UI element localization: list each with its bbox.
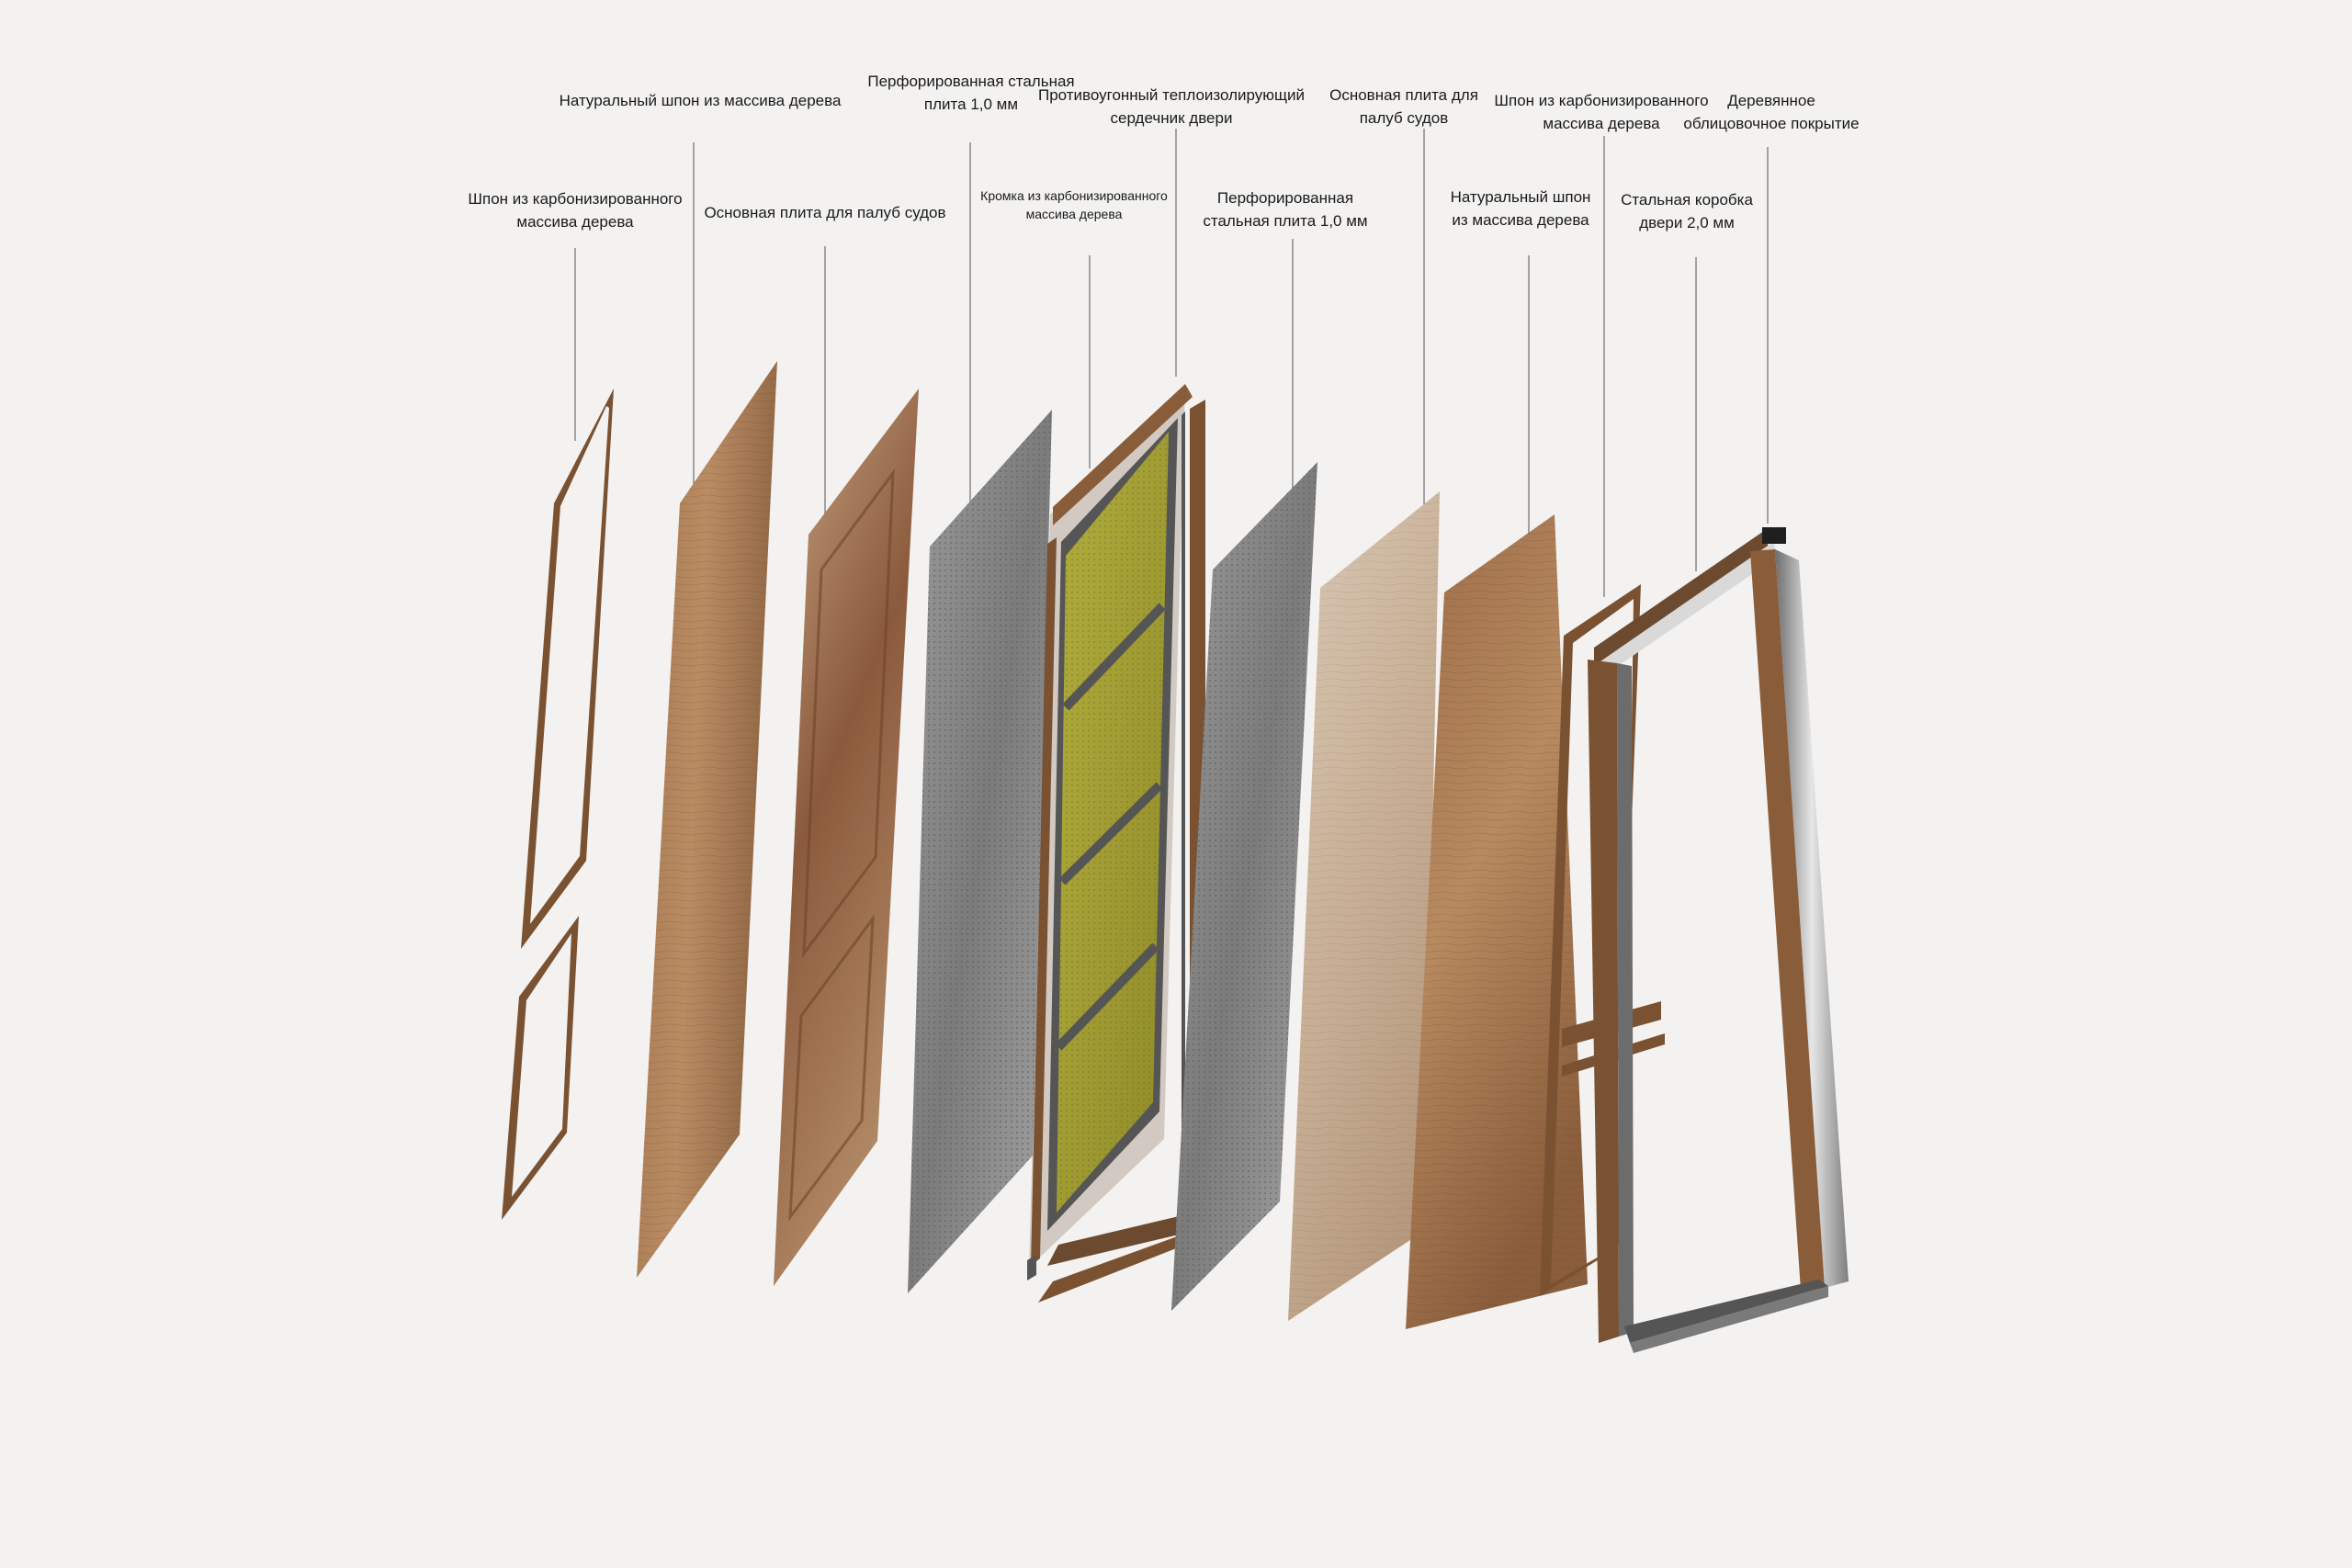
leader-lines xyxy=(574,129,1769,597)
label-perforated-steel-right: Перфорированная стальная плита 1,0 мм xyxy=(1203,189,1368,230)
label-carbon-veneer-frame-left: Шпон из карбонизированного массива дерев… xyxy=(468,190,683,231)
label-deck-board-right: Основная плита для палуб судов xyxy=(1329,86,1478,127)
label-steel-box: Стальная коробка двери 2,0 мм xyxy=(1621,191,1753,231)
perforated-steel-plate-right xyxy=(1171,462,1317,1311)
deck-board-right xyxy=(1288,491,1440,1321)
steel-door-box xyxy=(1588,527,1849,1353)
carbon-veneer-frame-left xyxy=(502,389,614,1220)
label-carbon-edge: Кромка из карбонизированного массива дер… xyxy=(980,188,1168,222)
deck-board-left xyxy=(774,389,919,1286)
label-deck-board-left: Основная плита для палуб судов xyxy=(704,204,946,221)
label-natural-veneer-right: Натуральный шпон из массива дерева xyxy=(1450,188,1591,229)
label-core: Противоугонный теплоизолирующий сердечни… xyxy=(1037,86,1306,127)
label-perforated-steel-left: Перфорированная стальная плита 1,0 мм xyxy=(867,73,1075,113)
label-natural-veneer-left: Натуральный шпон из массива дерева xyxy=(559,92,842,109)
natural-veneer-panel-right xyxy=(1406,514,1588,1329)
anti-theft-core xyxy=(1029,386,1185,1268)
natural-veneer-panel-left xyxy=(637,361,777,1278)
label-wood-cladding: Деревянное облицовочное покрытие xyxy=(1683,92,1860,132)
perforated-steel-plate-left xyxy=(908,410,1052,1293)
label-carbon-veneer-frame-right: Шпон из карбонизированного массива дерев… xyxy=(1494,92,1709,132)
carbon-edge-strip xyxy=(1027,384,1205,1303)
